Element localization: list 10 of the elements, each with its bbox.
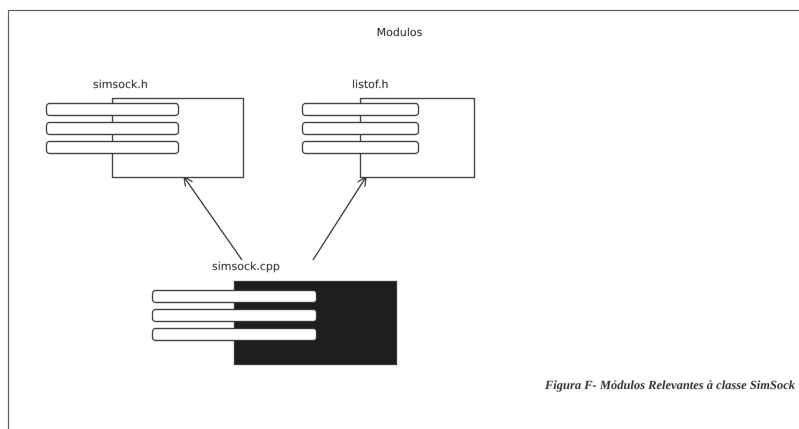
diagram-title: Modulos xyxy=(376,26,422,39)
module-name: listof.h xyxy=(352,78,388,91)
dependency-arrow xyxy=(312,176,367,260)
module-symbol xyxy=(152,260,396,364)
dependency-arrow xyxy=(183,176,242,260)
module-name: simsock.h xyxy=(93,78,148,91)
module-symbol xyxy=(46,78,243,177)
module-symbol xyxy=(302,78,474,177)
module-name: simsock.cpp xyxy=(212,260,280,273)
figure-caption: Figura F- Módulos Relevantes à classe SimSock xyxy=(544,378,795,393)
